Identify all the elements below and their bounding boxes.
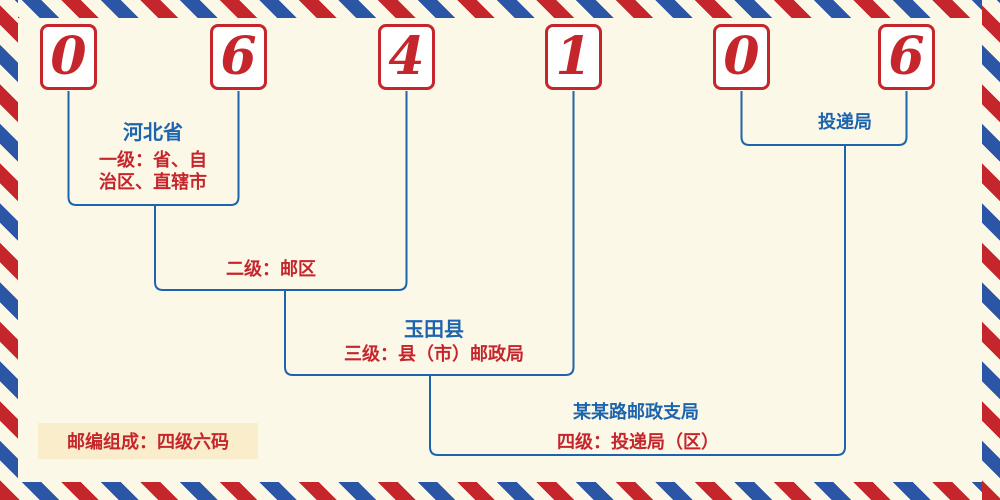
- delivery-office-label: 投递局: [818, 112, 872, 133]
- digit-box-1: 0: [40, 24, 97, 90]
- digit-5: 0: [723, 26, 760, 87]
- digit-box-6: 6: [878, 24, 935, 90]
- level3-desc-label: 三级：县（市）邮政局: [344, 344, 524, 365]
- bracket-level2: [154, 91, 408, 291]
- digit-box-5: 0: [713, 24, 770, 90]
- digit-3: 4: [388, 26, 425, 87]
- airmail-border-bottom: [0, 482, 1000, 500]
- level3-place-label: 玉田县: [404, 317, 464, 341]
- level4-desc-label: 四级：投递局（区）: [557, 432, 719, 453]
- digit-1: 0: [50, 26, 87, 87]
- level2-desc-label: 二级：邮区: [226, 259, 316, 280]
- airmail-border-top: [0, 0, 1000, 18]
- composition-note: 邮编组成：四级六码: [38, 423, 258, 459]
- digit-4: 1: [555, 26, 592, 87]
- level1-desc-line1: 一级：省、自: [99, 150, 207, 171]
- digit-box-4: 1: [545, 24, 602, 90]
- digit-box-2: 6: [210, 24, 267, 90]
- digit-box-3: 4: [378, 24, 435, 90]
- level4-place-label: 某某路邮政支局: [573, 402, 699, 423]
- digit-2: 6: [220, 26, 257, 87]
- bracket-delivery-office: [740, 91, 908, 146]
- airmail-border-right: [982, 0, 1000, 500]
- airmail-border-left: [0, 0, 18, 500]
- level1-desc-line2: 治区、直辖市: [99, 172, 207, 193]
- bracket-level4: [429, 145, 846, 456]
- bracket-level1: [67, 91, 240, 206]
- digit-6: 6: [888, 26, 925, 87]
- level1-place-label: 河北省: [123, 120, 183, 144]
